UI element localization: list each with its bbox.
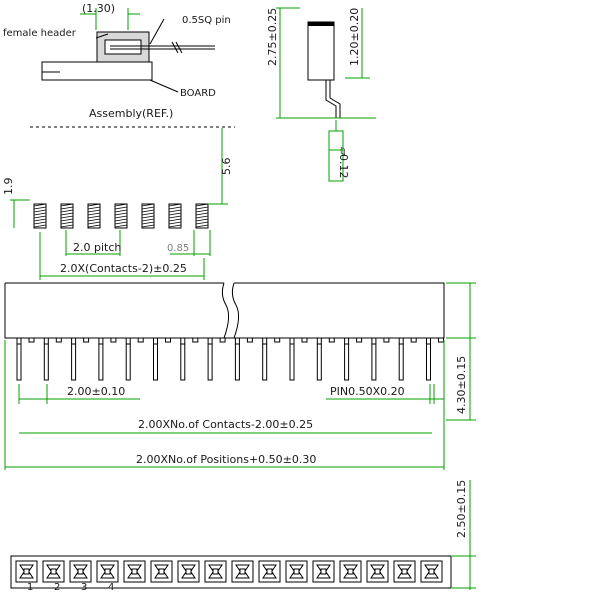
pin-base bbox=[125, 337, 131, 345]
assembly-dim-top: (1.30) bbox=[82, 2, 115, 15]
pin-base bbox=[16, 337, 22, 345]
dim-span: 2.0X(Contacts-2)±0.25 bbox=[60, 262, 187, 275]
top-cell bbox=[96, 560, 119, 583]
top-cell bbox=[285, 560, 308, 583]
pin-base bbox=[153, 337, 158, 345]
pin-stub bbox=[137, 337, 144, 343]
top-cell bbox=[231, 560, 254, 583]
top-cell bbox=[123, 560, 146, 583]
pin-base bbox=[289, 337, 295, 345]
dim-height-total: 2.75±0.25 bbox=[266, 8, 279, 66]
pin-base bbox=[371, 337, 377, 345]
dim-pin-len: 4.30±0.15 bbox=[455, 356, 468, 414]
assembly-title: Assembly(REF.) bbox=[89, 107, 173, 120]
pin-lead bbox=[398, 343, 404, 381]
top-cell bbox=[177, 560, 200, 583]
top-cell bbox=[204, 560, 227, 583]
top-cell bbox=[366, 560, 389, 583]
board-label: BOARD bbox=[180, 88, 216, 99]
top-cell bbox=[69, 560, 92, 583]
pin-stub bbox=[438, 337, 444, 343]
pin-stub bbox=[410, 337, 417, 343]
pin-base bbox=[426, 337, 431, 345]
dim-contacts: 2.00XNo.of Contacts-2.00±0.25 bbox=[138, 418, 313, 431]
pin-lead bbox=[125, 343, 131, 381]
pin-stub bbox=[301, 337, 308, 343]
pin-lead bbox=[344, 343, 350, 381]
dim-flatness: 0.12 bbox=[337, 154, 350, 179]
pin-base bbox=[344, 337, 350, 345]
pin-lead bbox=[153, 343, 158, 381]
dim-height: 5.6 bbox=[220, 158, 233, 176]
pin-base bbox=[98, 337, 104, 345]
top-cell bbox=[15, 560, 38, 583]
top-cell bbox=[420, 560, 443, 583]
dim-height-body: 1.20±0.20 bbox=[348, 8, 361, 66]
pin-base bbox=[234, 337, 240, 345]
pin-lead bbox=[207, 343, 213, 381]
pin-lead bbox=[262, 343, 268, 381]
dim-row-offset: 1.9 bbox=[2, 178, 15, 196]
position-number-4: 4 bbox=[108, 582, 114, 593]
top-cell bbox=[339, 560, 362, 583]
dim-front-pitch: 2.00±0.10 bbox=[67, 385, 125, 398]
pin-lead bbox=[426, 343, 431, 381]
top-cell bbox=[393, 560, 416, 583]
pin-base bbox=[180, 337, 186, 345]
pin-lead bbox=[316, 343, 322, 381]
pin-stub bbox=[55, 337, 62, 343]
top-view: 2.50±0.15 1 2 3 4 bbox=[10, 480, 476, 593]
pin-stub bbox=[192, 337, 199, 343]
pin-base bbox=[316, 337, 322, 345]
dim-pitch: 2.0 pitch bbox=[73, 241, 121, 254]
top-body-shape bbox=[10, 555, 452, 589]
pin-stub bbox=[246, 337, 253, 343]
dim-pad: 0.85 bbox=[167, 243, 189, 254]
pin-label: 0.5SQ pin bbox=[182, 15, 231, 26]
pin-base bbox=[43, 337, 49, 345]
pin-lead bbox=[180, 343, 186, 381]
dim-pin-size: PIN0.50X0.20 bbox=[330, 385, 405, 398]
pin-stub bbox=[274, 337, 281, 343]
pin-stub bbox=[383, 337, 390, 343]
pin-lead bbox=[71, 343, 77, 381]
top-cell bbox=[258, 560, 281, 583]
pin-base bbox=[262, 337, 268, 345]
pin-stub bbox=[110, 337, 117, 343]
pin-lead bbox=[43, 343, 49, 381]
board-shape bbox=[41, 61, 153, 81]
top-cell bbox=[312, 560, 335, 583]
assembly-view: (1.30) female header 0.5SQ pin BOARD Ass… bbox=[3, 2, 235, 128]
side-body-shape bbox=[307, 21, 335, 81]
front-view: 4.30±0.15 2.00±0.10 PIN0.50X0.20 2.00XNo… bbox=[4, 282, 476, 470]
footprint-view: 1.9 5.6 2.0 pitch 0.85 2.0X(Contacts-2)±… bbox=[2, 128, 233, 280]
pin-lead bbox=[16, 343, 22, 381]
pin-stub bbox=[83, 337, 90, 343]
position-number-2: 2 bbox=[54, 582, 60, 593]
pin-base bbox=[207, 337, 213, 345]
pin-stub bbox=[356, 337, 363, 343]
dim-width: 2.50±0.15 bbox=[455, 480, 468, 538]
front-body-shape bbox=[4, 282, 445, 339]
pin-base bbox=[71, 337, 77, 345]
pin-stub bbox=[219, 337, 226, 343]
pin-stub bbox=[328, 337, 335, 343]
flatness-symbol: ▱ bbox=[337, 147, 350, 156]
pin-lead bbox=[234, 343, 240, 381]
pin-stub bbox=[165, 337, 171, 343]
pin-stub bbox=[28, 337, 35, 343]
top-cell bbox=[150, 560, 173, 583]
female-header-label: female header bbox=[3, 28, 77, 39]
dim-positions: 2.00XNo.of Positions+0.50±0.30 bbox=[136, 453, 316, 466]
position-number-1: 1 bbox=[27, 582, 33, 593]
position-number-3: 3 bbox=[81, 582, 87, 593]
pin-lead bbox=[98, 343, 104, 381]
top-cell bbox=[42, 560, 65, 583]
pin-lead bbox=[371, 343, 377, 381]
pin-lead bbox=[289, 343, 295, 381]
pin-base bbox=[398, 337, 404, 345]
side-view: 2.75±0.25 1.20±0.20 ▱ 0.12 bbox=[266, 7, 376, 182]
